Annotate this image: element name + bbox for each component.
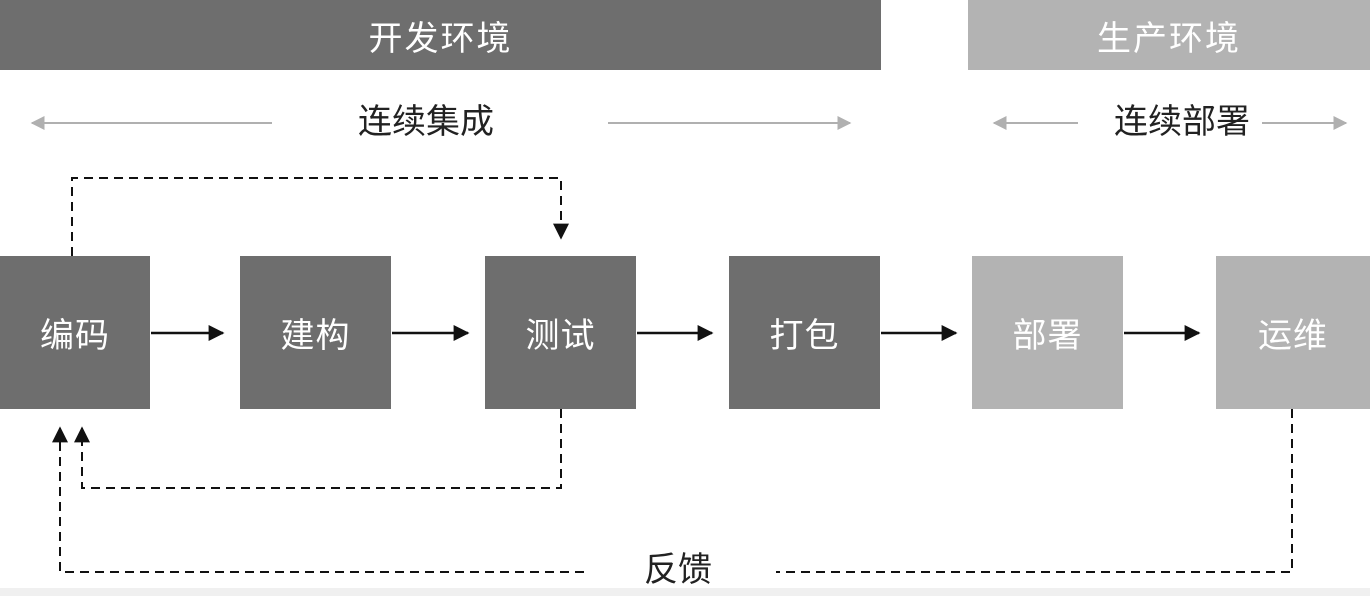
stage-deployment: 部署 xyxy=(972,256,1123,409)
bottom-strip xyxy=(0,588,1370,596)
production-environment-banner: 生产环境 xyxy=(968,0,1370,70)
continuous-integration-label: 连续集成 xyxy=(352,100,500,144)
stage-packaging: 打包 xyxy=(729,256,880,409)
stage-testing: 测试 xyxy=(485,256,636,409)
stage-coding: 编码 xyxy=(0,256,150,409)
continuous-deployment-label: 连续部署 xyxy=(1112,100,1252,144)
stage-operations: 运维 xyxy=(1216,256,1370,409)
dashed-operations-to-coding xyxy=(60,409,1293,573)
feedback-label: 反馈 xyxy=(636,548,720,592)
development-environment-banner: 开发环境 xyxy=(0,0,881,70)
stage-build: 建构 xyxy=(240,256,391,409)
dashed-coding-to-testing xyxy=(71,177,569,256)
dashed-testing-to-coding xyxy=(74,409,562,489)
